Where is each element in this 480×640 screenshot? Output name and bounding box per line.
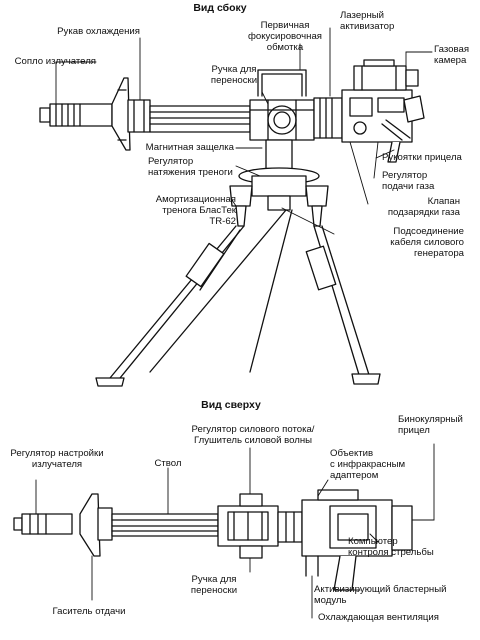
label-computer-2: контроля стрельбы (348, 547, 434, 558)
label-power-regulator-2: Глушитель силовой волны (193, 435, 313, 446)
label-ir-lens-2: с инфракрасным (330, 459, 406, 470)
side-recoil-dish (111, 77, 131, 151)
label-sight-handles: Рукоятки прицела (382, 152, 462, 163)
side-focus-coil (249, 69, 315, 141)
label-emitter-tuning-2: излучателя (31, 459, 83, 470)
label-barrel: Ствол (154, 458, 182, 469)
label-gas-chamber-2: камера (434, 55, 467, 66)
side-leader-lines (55, 27, 433, 235)
top-recoil-dish (79, 493, 101, 557)
label-binocular-sight-1: Бинокулярный (398, 414, 463, 425)
side-view-title: Вид сбоку (193, 2, 247, 14)
label-power-connector: Подсоединение кабеля силового генератора (336, 226, 464, 259)
label-power-connector-1: Подсоединение (393, 226, 464, 237)
label-tripod: Амортизационная тренога БласТек TR-62 (4, 194, 236, 227)
top-receiver (301, 489, 413, 591)
side-main-barrel (149, 105, 251, 133)
label-gas-valve: Клапан подзарядки газа (366, 196, 460, 218)
label-gas-valve-1: Клапан (427, 196, 460, 207)
label-laser-activator: Лазерный активизатор (340, 10, 420, 32)
label-primary-coil-1: Первичная (260, 20, 310, 31)
label-tripod-2: тренога БласТек (162, 205, 236, 216)
label-cooling-sleeve: Рукав охлаждения (57, 26, 140, 37)
side-cooling-sleeve (127, 99, 151, 133)
label-binocular-sight: Бинокулярный прицел (398, 414, 478, 436)
label-activation-module: Активизирующий бластерный модуль (314, 584, 474, 606)
label-ir-lens-1: Объектив (330, 448, 374, 459)
label-tension-regulator: Регулятор натяжения треноги (148, 156, 248, 178)
label-cooling-vent: Охлаждающая вентиляция (318, 612, 439, 623)
label-gas-regulator: Регулятор подачи газа (382, 170, 462, 192)
label-top-carry-handle: Ручка для переноски (176, 574, 252, 596)
label-primary-coil: Первичная фокусировочная обмотка (240, 20, 330, 53)
label-emitter-nozzle: Сопло излучателя (14, 56, 96, 67)
label-side-carry-handle-1: Ручка для (211, 64, 257, 75)
label-tripod-1: Амортизационная (155, 194, 236, 205)
side-tripod-legs (95, 209, 381, 387)
label-tension-regulator-2: натяжения треноги (148, 167, 233, 178)
label-primary-coil-2: фокусировочная (248, 31, 322, 42)
top-power-regulator (217, 493, 279, 559)
label-top-carry-handle-2: переноски (190, 585, 238, 596)
label-computer-1: Компьютер (348, 536, 398, 547)
label-gas-regulator-1: Регулятор (382, 170, 428, 181)
label-emitter-tuning-1: Регулятор настройки (10, 448, 104, 459)
label-magnetic-latch: Магнитная защелка (145, 142, 234, 153)
top-view-title: Вид сверху (201, 399, 261, 411)
top-view-drawing (13, 489, 413, 591)
label-power-regulator: Регулятор силового потока/ Глушитель сил… (168, 424, 338, 446)
label-gas-regulator-2: подачи газа (382, 181, 435, 192)
label-activation-module-2: модуль (314, 595, 347, 606)
label-side-carry-handle: Ручка для переноски (198, 64, 270, 86)
label-gas-chamber: Газовая камера (434, 44, 478, 66)
label-ir-lens: Объектив с инфракрасным адаптером (330, 448, 422, 481)
label-emitter-tuning: Регулятор настройки излучателя (0, 448, 114, 470)
label-laser-activator-2: активизатор (340, 21, 395, 32)
side-tripod-joints (229, 185, 329, 227)
label-activation-module-1: Активизирующий бластерный (314, 584, 447, 595)
label-top-carry-handle-1: Ручка для (191, 574, 237, 585)
label-tension-regulator-1: Регулятор (148, 156, 194, 167)
side-scope (353, 59, 419, 91)
side-receiver (341, 89, 413, 143)
side-barrel-tip (39, 103, 113, 127)
label-laser-activator-1: Лазерный (340, 10, 385, 21)
label-tripod-3: TR-62 (209, 216, 236, 227)
label-power-connector-2: кабеля силового (390, 237, 464, 248)
side-view-drawing (39, 59, 425, 387)
label-power-connector-3: генератора (413, 248, 464, 259)
label-recoil-damper: Гаситель отдачи (52, 606, 126, 617)
label-computer: Компьютер контроля стрельбы (348, 536, 448, 558)
label-gas-valve-2: подзарядки газа (387, 207, 460, 218)
label-gas-chamber-1: Газовая (434, 44, 470, 55)
top-main-barrel (111, 513, 219, 537)
top-leader-lines (35, 443, 435, 619)
label-binocular-sight-2: прицел (398, 425, 430, 436)
label-ir-lens-3: адаптером (330, 470, 379, 481)
label-primary-coil-3: обмотка (266, 42, 304, 53)
label-power-regulator-1: Регулятор силового потока/ (191, 424, 315, 435)
label-side-carry-handle-2: переноски (210, 75, 258, 86)
